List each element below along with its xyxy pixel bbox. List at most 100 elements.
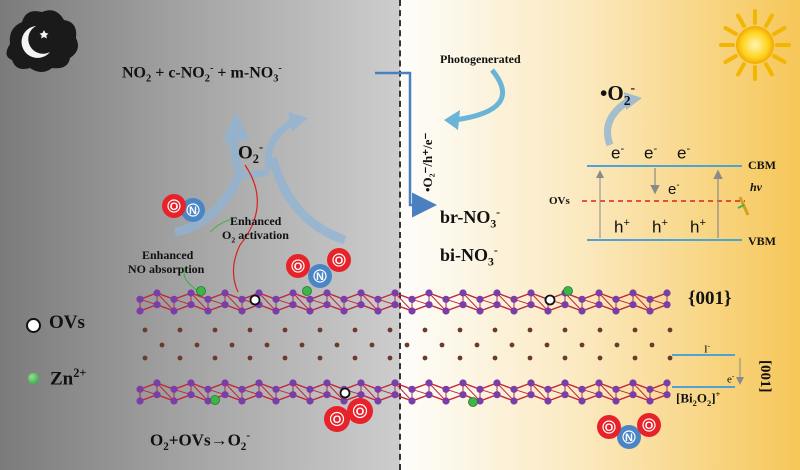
iodine-atom bbox=[649, 342, 655, 348]
iodine-atom bbox=[317, 355, 323, 361]
bi-atom bbox=[323, 301, 331, 309]
layer-electron-label: e- bbox=[727, 372, 735, 386]
iodine-atom bbox=[317, 327, 323, 333]
vbm-label: VBM bbox=[748, 234, 776, 248]
iodine-atom bbox=[597, 327, 603, 333]
iodine-atom bbox=[509, 342, 515, 348]
zn-dopant bbox=[563, 286, 573, 296]
electron-2: e- bbox=[644, 143, 658, 163]
bi-atom bbox=[527, 289, 535, 297]
bi-atom bbox=[493, 391, 501, 399]
bi-atom bbox=[595, 289, 603, 297]
bi2o2-label: [Bi2O2]+ bbox=[676, 389, 721, 408]
bi-atom bbox=[221, 289, 229, 297]
bi-atom bbox=[527, 379, 535, 387]
bi-atom bbox=[646, 307, 654, 315]
bi-atom bbox=[204, 397, 212, 405]
no2-molecule-n: N bbox=[308, 264, 332, 288]
iodine-atom bbox=[439, 342, 445, 348]
bond bbox=[632, 382, 651, 402]
bond bbox=[598, 382, 617, 402]
bi-atom bbox=[408, 385, 416, 393]
photogenerated-arrowhead bbox=[444, 110, 460, 130]
iodine-row bbox=[142, 327, 673, 333]
bi-atom bbox=[476, 307, 484, 315]
bi-atom bbox=[153, 391, 161, 399]
bi-atom bbox=[340, 397, 348, 405]
iodine-atom bbox=[527, 327, 533, 333]
iodine-atom bbox=[667, 355, 673, 361]
iodide-label: I- bbox=[704, 342, 711, 356]
iodine-atom bbox=[212, 327, 218, 333]
iodine-atom bbox=[352, 327, 358, 333]
bi-atom bbox=[646, 295, 654, 303]
bi-atom bbox=[238, 295, 246, 303]
iodine-atom bbox=[369, 342, 375, 348]
oxygen-vacancy bbox=[544, 294, 556, 306]
o2-molecule-o2: O bbox=[324, 406, 350, 432]
bi-atom bbox=[629, 379, 637, 387]
bond bbox=[462, 292, 481, 312]
iodine-atom bbox=[562, 327, 568, 333]
bond bbox=[496, 382, 515, 402]
bi-atom bbox=[663, 301, 671, 309]
bond bbox=[224, 382, 243, 402]
bi-atom bbox=[374, 385, 382, 393]
iodine-atom bbox=[194, 342, 200, 348]
activation-pointer bbox=[232, 164, 258, 293]
bi-atom bbox=[612, 397, 620, 405]
bond bbox=[224, 292, 243, 312]
electron-1: e- bbox=[611, 143, 625, 163]
iodine-atom bbox=[632, 327, 638, 333]
zn-legend-marker bbox=[28, 373, 39, 384]
dashed-divider bbox=[399, 0, 401, 470]
bi-atom bbox=[306, 397, 314, 405]
bi-atom bbox=[289, 379, 297, 387]
bond bbox=[496, 292, 515, 312]
bi-atom bbox=[646, 385, 654, 393]
bond bbox=[428, 292, 447, 312]
iodine-atom bbox=[159, 342, 165, 348]
axis-001-label: [001] bbox=[757, 360, 773, 393]
upper-bi2o2-layer bbox=[136, 289, 671, 315]
bi-atom bbox=[187, 289, 195, 297]
bi-atom bbox=[255, 391, 263, 399]
superoxide-label-right: •O2- bbox=[600, 80, 636, 109]
bi-atom bbox=[612, 385, 620, 393]
bi-atom bbox=[357, 391, 365, 399]
bond bbox=[258, 382, 277, 402]
bi-atom bbox=[323, 379, 331, 387]
bi-atom bbox=[391, 379, 399, 387]
products-label: br-NO3-bi-NO3- bbox=[440, 206, 501, 269]
no2-molecule-bottom-o2: O bbox=[637, 413, 661, 437]
bi-atom bbox=[272, 307, 280, 315]
bond bbox=[394, 292, 413, 312]
bond bbox=[598, 292, 617, 312]
bond bbox=[190, 292, 209, 312]
bi-atom bbox=[663, 379, 671, 387]
bi-atom bbox=[306, 307, 314, 315]
reaction-path-arrow bbox=[375, 71, 437, 218]
bi-atom bbox=[510, 385, 518, 393]
zn-dopant bbox=[196, 286, 206, 296]
iodine-row bbox=[159, 342, 655, 348]
bond bbox=[292, 292, 311, 312]
zn-dopant bbox=[468, 397, 478, 407]
ovs-band-label: OVs bbox=[549, 195, 570, 207]
iodine-atom bbox=[299, 342, 305, 348]
iodine-atom bbox=[177, 327, 183, 333]
iodine-atom bbox=[282, 327, 288, 333]
iodine-atom bbox=[282, 355, 288, 361]
iodine-atom bbox=[212, 355, 218, 361]
bi-atom bbox=[544, 385, 552, 393]
iodine-atom bbox=[474, 342, 480, 348]
zn-dopant bbox=[302, 286, 312, 296]
electron-3: e- bbox=[677, 143, 691, 163]
bi-atom bbox=[170, 295, 178, 303]
iodine-atom bbox=[614, 342, 620, 348]
iodine-row bbox=[142, 355, 673, 361]
iodine-atom bbox=[142, 327, 148, 333]
